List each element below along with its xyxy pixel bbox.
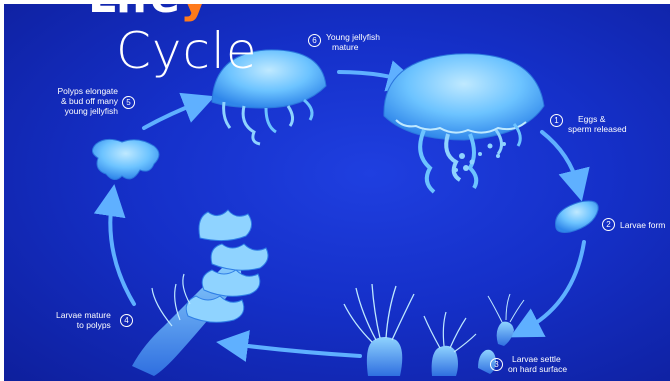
stage-number-1: 1 bbox=[550, 114, 563, 127]
title-main: Cycle bbox=[116, 22, 258, 80]
diagram-panel: Lifey Cycle 6 Young jellyfish mature 1 E… bbox=[4, 4, 670, 381]
arrow-3-to-4 bbox=[232, 344, 360, 356]
arrow-5-to-6 bbox=[144, 102, 200, 128]
stage-label-4: Larvae mature to polyps bbox=[56, 310, 111, 330]
arrow-4-to-5 bbox=[110, 200, 134, 304]
stage-number-5: 5 bbox=[122, 96, 135, 109]
strobila-illustration bbox=[132, 210, 268, 376]
arrow-2-to-3 bbox=[524, 242, 584, 330]
elongated-polyp-illustration bbox=[92, 139, 159, 179]
title-top-line: Lifey bbox=[88, 4, 209, 23]
stage-label-2: Larvae form bbox=[620, 220, 665, 230]
stage-label-6: Young jellyfish mature bbox=[326, 32, 380, 52]
stage-label-1: Eggs & sperm released bbox=[568, 114, 627, 134]
stage-number-4: 4 bbox=[120, 314, 133, 327]
stage-number-2: 2 bbox=[602, 218, 615, 231]
stage-number-3: 3 bbox=[490, 358, 503, 371]
stage-number-6: 6 bbox=[308, 34, 321, 47]
stage-label-3: Larvae settle on hard surface bbox=[508, 354, 567, 374]
stage-label-5: Polyps elongate & bud off many young jel… bbox=[42, 86, 118, 116]
larva-illustration bbox=[556, 201, 599, 233]
egg-dots bbox=[454, 142, 506, 172]
arrow-1-to-2 bbox=[542, 132, 578, 186]
adult-jellyfish-illustration bbox=[384, 54, 544, 192]
